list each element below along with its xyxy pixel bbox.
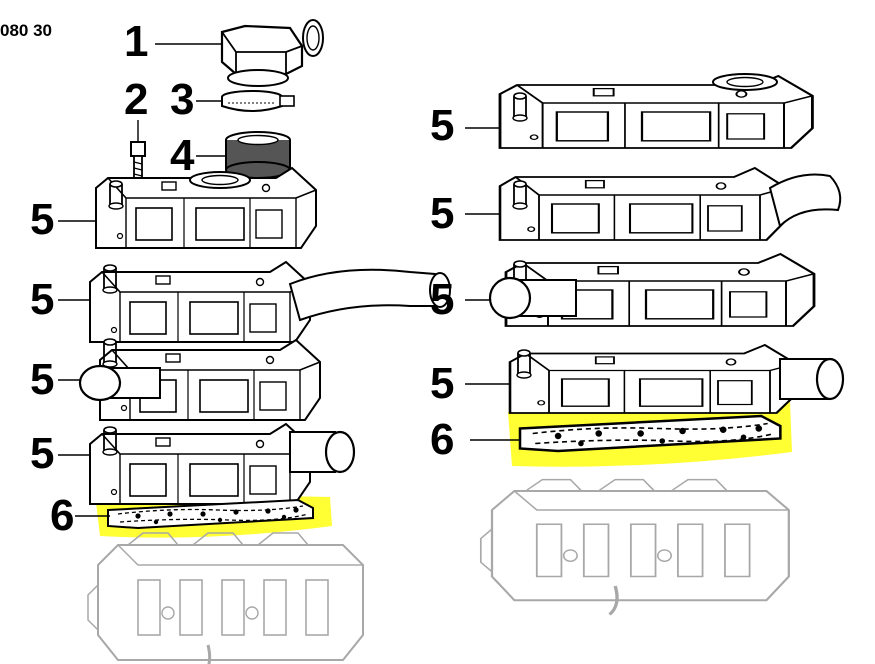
cover-variant-left-2 — [89, 261, 451, 343]
cover-variant-left-1 — [95, 167, 317, 249]
callout-number-2: 2 — [124, 75, 149, 124]
callout-number-5-left-2: 5 — [30, 275, 55, 324]
callout-number-4: 4 — [170, 131, 195, 180]
cover-variant-right-1 — [498, 73, 814, 150]
callout-number-1: 1 — [124, 17, 149, 66]
callout-leader-lines — [58, 43, 520, 517]
callout-number-5-right-1: 5 — [430, 101, 455, 150]
callout-number-5-right-2: 5 — [430, 189, 455, 238]
engine-block-left — [86, 531, 365, 664]
engine-block-right — [479, 477, 791, 617]
callout-number-5-left-4: 5 — [30, 429, 55, 478]
mesh-filter-icon — [225, 131, 291, 179]
cover-variant-right-4 — [508, 343, 845, 415]
callout-number-6-left: 6 — [50, 491, 75, 540]
callout-number-5-left-1: 5 — [30, 195, 55, 244]
callout-number-5-right-4: 5 — [430, 359, 455, 408]
hose-clamp-icon — [221, 90, 295, 112]
elbow-connector-icon — [220, 19, 324, 87]
reference-code-label: 080 30 — [0, 21, 52, 40]
cover-variant-left-3 — [78, 338, 321, 421]
callout-number-5-right-3: 5 — [430, 275, 455, 324]
callout-number-5-left-3: 5 — [30, 355, 55, 404]
cover-variant-left-4 — [89, 423, 356, 505]
callout-number-3: 3 — [170, 75, 195, 124]
cover-variant-right-2 — [498, 166, 842, 242]
callout-number-6-right: 6 — [430, 415, 455, 464]
cover-variant-right-3 — [488, 252, 816, 328]
